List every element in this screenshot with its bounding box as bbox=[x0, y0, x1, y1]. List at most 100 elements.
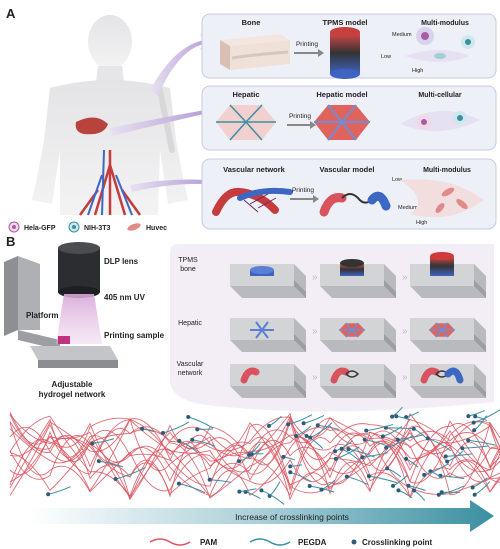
pam-chain bbox=[9, 415, 500, 498]
vascular-arrow bbox=[130, 173, 214, 192]
uv-label: 405 nm UV bbox=[104, 293, 146, 302]
hepatic-model-title: Hepatic model bbox=[316, 90, 367, 99]
crosslink-point bbox=[445, 459, 450, 464]
pegda-link bbox=[364, 439, 392, 448]
crosslink-point bbox=[422, 472, 427, 477]
tpms-model-title: TPMS model bbox=[322, 18, 367, 27]
crosslink-point bbox=[472, 492, 477, 497]
crosslink-point bbox=[140, 426, 145, 431]
step-arrow-icon: » bbox=[402, 372, 408, 383]
multi-modulus-title-2: Multi-modulus bbox=[423, 167, 471, 174]
legend-crosslinking-point: Crosslinking point bbox=[362, 538, 433, 547]
pegda-link bbox=[261, 489, 285, 505]
crosslink-point bbox=[281, 454, 286, 459]
modulus-medium-2: Medium bbox=[398, 205, 418, 211]
stage-label-vascular-1: Vascular bbox=[177, 361, 204, 368]
multi-modulus-cells-2 bbox=[400, 179, 484, 218]
legend-pam: PAM bbox=[200, 538, 218, 547]
multi-modulus-title-1: Multi-modulus bbox=[421, 20, 469, 27]
step-arrow-icon: » bbox=[402, 272, 408, 283]
crosslink-point bbox=[404, 456, 409, 461]
pegda-link bbox=[424, 463, 449, 476]
crosslink-point bbox=[346, 447, 351, 452]
printing-label-2: Printing bbox=[289, 113, 311, 120]
stage-label-tpms-2: bone bbox=[180, 266, 196, 273]
multi-modulus-cells-1 bbox=[405, 27, 475, 62]
crosslink-point bbox=[380, 434, 385, 439]
stage-platform bbox=[230, 364, 306, 398]
panel-label-b: B bbox=[6, 234, 15, 249]
multi-cellular-title: Multi-cellular bbox=[418, 92, 461, 99]
pegda-link bbox=[462, 445, 489, 449]
crosslink-point bbox=[333, 449, 338, 454]
hydrogel-network bbox=[9, 406, 500, 505]
legend-nih-3t3: NIH-3T3 bbox=[84, 225, 111, 232]
crosslink-point bbox=[406, 483, 411, 488]
vascular-network-illustration bbox=[212, 187, 293, 216]
crosslink-point bbox=[96, 459, 101, 464]
stage-platform bbox=[320, 318, 396, 352]
crosslink-point bbox=[395, 437, 400, 442]
printing-label-1: Printing bbox=[296, 41, 318, 48]
pegda-link bbox=[98, 460, 124, 468]
stage-platform bbox=[410, 318, 486, 352]
modulus-low-1: Low bbox=[381, 54, 391, 60]
stage-platform bbox=[320, 364, 396, 398]
crosslink-point bbox=[319, 487, 324, 492]
crosslink-point bbox=[396, 488, 401, 493]
crosslink-point bbox=[390, 414, 395, 419]
crosslink-point bbox=[362, 437, 367, 442]
crosslink-point bbox=[466, 438, 471, 443]
crosslink-point bbox=[366, 474, 371, 479]
stage-platform bbox=[320, 259, 396, 298]
stage-platform bbox=[230, 264, 306, 298]
crosslink-point bbox=[237, 459, 242, 464]
pam-chain bbox=[9, 415, 500, 499]
pegda-link bbox=[335, 446, 360, 460]
crosslink-point bbox=[304, 433, 309, 438]
stage-label-tpms-1: TPMS bbox=[178, 257, 198, 264]
crosslinking-gradient-arrow bbox=[30, 500, 494, 532]
printing-label-3: Printing bbox=[292, 187, 314, 194]
hepatic-title: Hepatic bbox=[232, 90, 259, 99]
legend-huvec: Huvec bbox=[146, 225, 167, 232]
pegda-link bbox=[209, 479, 232, 483]
vascular-network-title: Vascular network bbox=[223, 165, 286, 174]
printer-illustration bbox=[4, 242, 118, 368]
bone-block-illustration bbox=[220, 34, 290, 70]
pegda-link bbox=[188, 416, 214, 429]
crosslink-point bbox=[470, 485, 475, 490]
hepatic-hexagon-model bbox=[314, 104, 370, 141]
pegda-link bbox=[386, 435, 414, 449]
pam-chain bbox=[9, 417, 500, 485]
crosslink-point bbox=[425, 436, 430, 441]
crosslink-point bbox=[412, 488, 417, 493]
crosslink-point bbox=[307, 483, 312, 488]
liver-icon bbox=[75, 117, 108, 135]
crosslink-point bbox=[301, 421, 306, 426]
crosslink-point bbox=[46, 492, 51, 497]
pegda-link bbox=[368, 475, 398, 484]
crosslink-point bbox=[471, 420, 476, 425]
bone-title: Bone bbox=[242, 18, 261, 27]
printing-arrow-3 bbox=[290, 195, 319, 203]
multi-cellular-illustration bbox=[400, 110, 480, 132]
step-arrow-icon: » bbox=[402, 326, 408, 337]
printing-sample-label: Printing sample bbox=[104, 331, 165, 340]
crosslink-point bbox=[177, 438, 182, 443]
cell-legend: Hela-GFP NIH-3T3 Huvec bbox=[8, 221, 167, 233]
crosslink-point bbox=[259, 488, 264, 493]
crosslink-point bbox=[190, 437, 195, 442]
hydrogel-label-1: Adjustable bbox=[52, 380, 93, 389]
crosslink-point bbox=[391, 483, 396, 488]
pegda-link bbox=[366, 423, 394, 432]
crosslink-point bbox=[466, 414, 471, 419]
pegda-link bbox=[427, 437, 452, 452]
vascular-model-title: Vascular model bbox=[319, 165, 374, 174]
pegda-link bbox=[398, 489, 413, 499]
tpms-cylinder-illustration bbox=[330, 27, 360, 79]
modulus-low-2: Low bbox=[392, 177, 402, 183]
crosslink-point bbox=[161, 430, 166, 435]
crosslink-point bbox=[473, 414, 478, 419]
crosslink-point bbox=[344, 474, 349, 479]
